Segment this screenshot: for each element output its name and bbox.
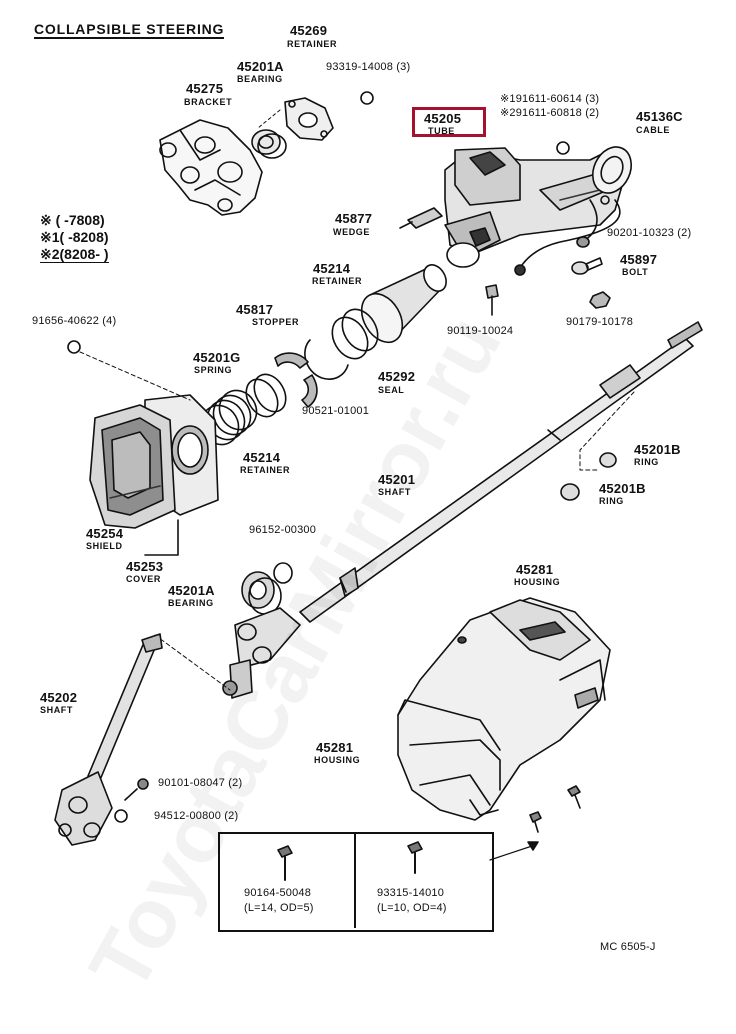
label-45254-name: SHIELD [86, 541, 123, 551]
label-45275-number[interactable]: 45275 [186, 81, 224, 96]
label-45281-bottom-name: HOUSING [314, 755, 361, 765]
bracket-45275-drawing [159, 119, 263, 216]
label-45292-number[interactable]: 45292 [378, 369, 416, 384]
label-45817-number[interactable]: 45817 [236, 302, 274, 317]
label-91611-2[interactable]: ※291611-60818 (2) [500, 107, 600, 119]
label-45201a-bottom-number[interactable]: 45201A [168, 583, 215, 598]
label-45269-name: RETAINER [287, 39, 338, 49]
label-90201[interactable]: 90201-10323 (2) [607, 227, 692, 239]
label-45897-number[interactable]: 45897 [620, 252, 658, 267]
ring-96152-drawing [273, 562, 293, 584]
label-45877-name: WEDGE [333, 227, 371, 237]
label-45201a-bottom-name: BEARING [168, 598, 214, 608]
cable-45136c-drawing [519, 199, 621, 269]
label-90101[interactable]: 90101-08047 (2) [158, 777, 243, 789]
label-90119[interactable]: 90119-10024 [447, 325, 514, 337]
washer-94512-drawing [114, 809, 128, 823]
footer-code: MC 6505-J [600, 941, 656, 953]
label-45205-number[interactable]: 45205 [424, 111, 462, 126]
label-45214-top-number[interactable]: 45214 [313, 261, 351, 276]
label-45275-name: BRACKET [184, 97, 233, 107]
retainer-45214-bottom-drawing [253, 373, 287, 413]
bolt-90101-drawing [124, 778, 149, 801]
retainer-45214-top-drawing [341, 308, 379, 352]
label-45877-number[interactable]: 45877 [335, 211, 373, 226]
label-45253-number[interactable]: 45253 [126, 559, 164, 574]
universal-joint-upper-drawing [222, 607, 301, 699]
label-45136c-name: CABLE [636, 125, 670, 135]
label-45201a-top-name: BEARING [237, 74, 283, 84]
legend-row-3: ※2(8208- ) [40, 245, 109, 264]
screw-housing-drawing [529, 785, 581, 833]
tube-45205-drawing [444, 146, 633, 268]
label-45254-number[interactable]: 45254 [86, 526, 124, 541]
seal-45292-drawing [360, 264, 447, 344]
bolt-90119-drawing [485, 284, 499, 316]
label-93315-code[interactable]: 93315-14010 [377, 887, 445, 899]
retainer-45269-drawing [284, 97, 334, 141]
label-91611-1[interactable]: ※191611-60614 (3) [500, 93, 600, 105]
label-94512[interactable]: 94512-00800 (2) [154, 810, 239, 822]
label-93319[interactable]: 93319-14008 (3) [326, 61, 411, 73]
legend: ※ ( -7808) ※1( -8208) ※2(8208- ) [40, 212, 109, 264]
stopper-45817-drawing [274, 352, 309, 369]
screw-93315-drawing [407, 841, 423, 874]
label-45201g-number[interactable]: 45201G [193, 350, 241, 365]
screw-detail-box [218, 832, 494, 932]
label-45269-number[interactable]: 45269 [290, 23, 328, 38]
label-45292-name: SEAL [378, 385, 405, 395]
legend-row-2: ※1( -8208) [40, 228, 109, 245]
housing-45281-drawing [397, 597, 611, 821]
label-45201g-name: SPRING [194, 365, 233, 375]
s-symbol-icon [360, 91, 374, 105]
label-90164-code[interactable]: 90164-50048 [244, 887, 312, 899]
label-45897-name: BOLT [622, 267, 649, 277]
bolt-45897-drawing [571, 257, 603, 275]
nut-90179-drawing [589, 291, 611, 309]
label-91656[interactable]: 91656-40622 (4) [32, 315, 117, 327]
label-45817-name: STOPPER [252, 317, 300, 327]
screw-90164-drawing [277, 845, 293, 881]
ring-45201b-top-drawing [599, 452, 617, 468]
screw-detail-divider [354, 832, 356, 928]
diagram-title: COLLAPSIBLE STEERING [34, 21, 225, 39]
label-45202-number[interactable]: 45202 [40, 690, 78, 705]
label-93315-spec: (L=10, OD=4) [377, 902, 447, 914]
label-45201b-1-number[interactable]: 45201B [634, 442, 681, 457]
label-45214-bottom-number[interactable]: 45214 [243, 450, 281, 465]
highlight-45205 [412, 107, 486, 137]
label-45136c-number[interactable]: 45136C [636, 109, 683, 124]
ring-45201b-bottom-drawing [560, 483, 580, 501]
shaft-45202-drawing [54, 633, 163, 846]
label-45281-top-number[interactable]: 45281 [516, 562, 554, 577]
label-45214-top-name: RETAINER [312, 276, 363, 286]
label-96152[interactable]: 96152-00300 [249, 524, 317, 536]
label-45201b-2-name: RING [599, 496, 624, 506]
shield-45254-drawing [89, 404, 176, 529]
label-45205-name: TUBE [428, 126, 455, 136]
label-45201b-2-number[interactable]: 45201B [599, 481, 646, 496]
label-45201-number[interactable]: 45201 [378, 472, 416, 487]
legend-row-1: ※ ( -7808) [40, 212, 105, 228]
bearing-45201a-bottom-drawing [241, 571, 282, 615]
bearing-45201a-top-drawing [251, 129, 287, 159]
label-90164-spec: (L=14, OD=5) [244, 902, 314, 914]
shaft-45201-drawing [299, 321, 703, 623]
label-45281-top-name: HOUSING [514, 577, 561, 587]
label-45201b-1-name: RING [634, 457, 659, 467]
label-45202-name: SHAFT [40, 705, 73, 715]
label-45201a-top-number[interactable]: 45201A [237, 59, 284, 74]
label-45281-bottom-number[interactable]: 45281 [316, 740, 354, 755]
label-45253-name: COVER [126, 574, 162, 584]
label-90521[interactable]: 90521-01001 [302, 405, 370, 417]
label-90179[interactable]: 90179-10178 [566, 316, 634, 328]
label-45201-name: SHAFT [378, 487, 411, 497]
wedge-45877-drawing [407, 207, 443, 229]
snap-ring-90521-drawing [304, 339, 349, 380]
label-45214-bottom-name: RETAINER [240, 465, 291, 475]
